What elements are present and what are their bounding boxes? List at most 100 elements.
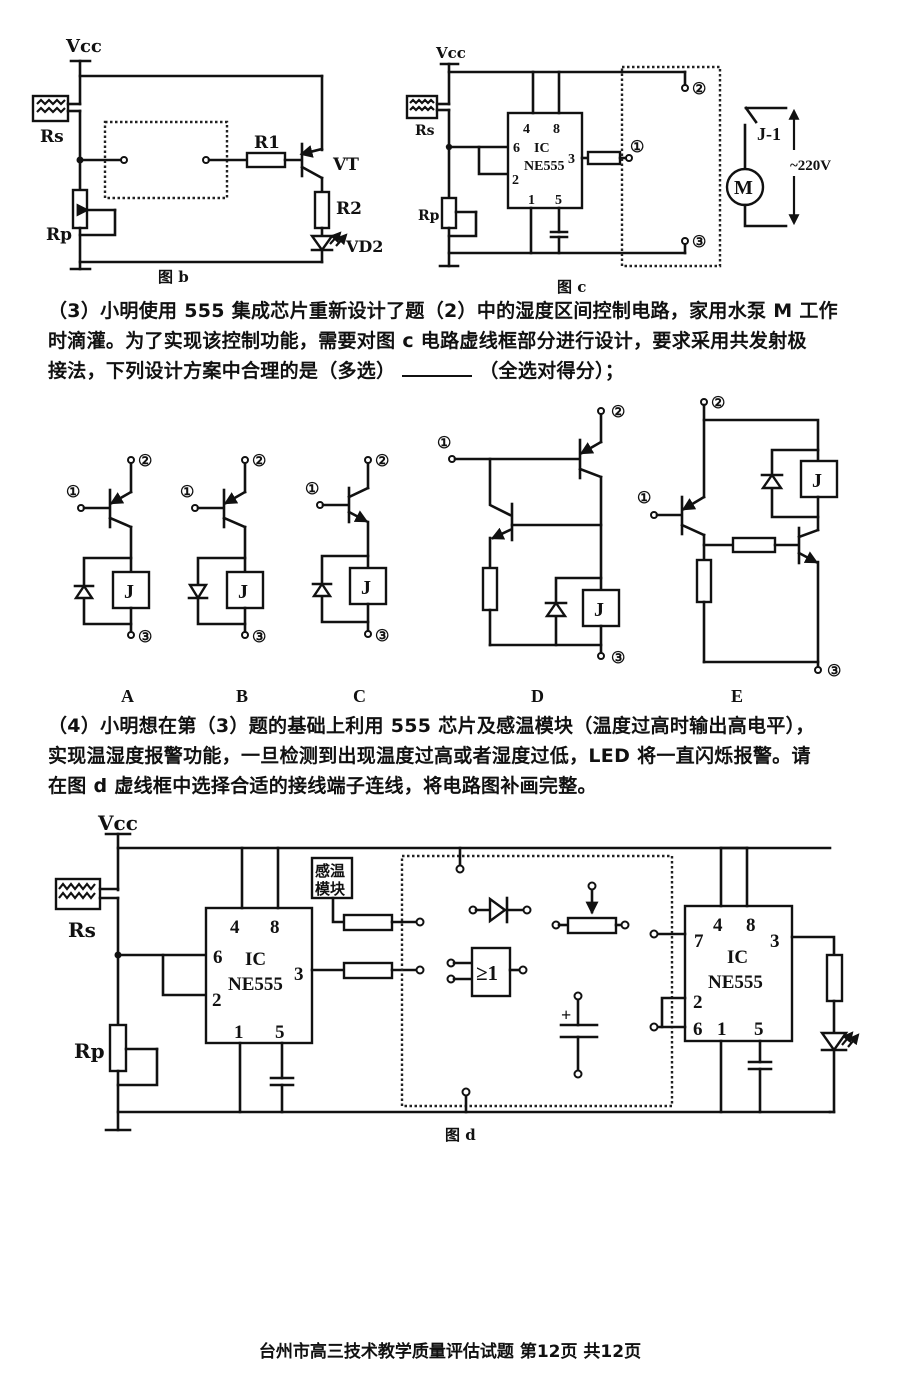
terminal-2-label[interactable]: ② [711, 395, 725, 412]
terminal-2[interactable] [681, 84, 689, 92]
resistor[interactable] [481, 566, 499, 612]
circuit-path[interactable] [554, 576, 603, 647]
potentiometer-rp [108, 1023, 159, 1087]
circuit-line[interactable] [490, 527, 512, 540]
terminal-2-label[interactable]: ② [252, 453, 266, 470]
terminal-2[interactable] [127, 456, 135, 464]
terminal-3[interactable] [364, 630, 372, 638]
relay-label[interactable]: J [812, 470, 822, 492]
diode[interactable] [311, 581, 333, 598]
option-b[interactable]: ① ② J ③ B [180, 453, 266, 706]
option-d[interactable]: ① ② J ③ D [437, 404, 625, 706]
option-label-d[interactable]: D [531, 686, 544, 706]
answer-blank[interactable] [402, 357, 473, 377]
circuit-line [300, 165, 324, 180]
circuit-line[interactable] [681, 495, 706, 511]
terminal-3[interactable] [241, 631, 249, 639]
terminal-3-label: ③ [692, 234, 706, 251]
question-3-line1: （3）小明使用 555 集成芯片重新设计了题（2）中的湿度区间控制电路，家用水泵… [48, 300, 838, 322]
terminal-1-label[interactable]: ① [437, 435, 451, 452]
pin-6: 6 [513, 141, 520, 156]
terminal-2[interactable] [597, 407, 605, 415]
relay-label[interactable]: J [124, 581, 134, 603]
terminal-2[interactable] [364, 456, 372, 464]
circuit-line[interactable] [347, 510, 369, 523]
circuit-rect [71, 188, 89, 230]
terminal-ic1-out[interactable] [415, 965, 425, 975]
circuit-line[interactable] [222, 516, 247, 529]
relay-label[interactable]: J [238, 581, 248, 603]
circuit-path[interactable] [702, 418, 820, 462]
terminal-2-label[interactable]: ② [138, 453, 152, 470]
circuit-line[interactable] [223, 490, 247, 505]
resistor[interactable] [731, 536, 777, 554]
sensor-label-line2: 模块 [315, 880, 346, 898]
terminal-2-label[interactable]: ② [375, 453, 389, 470]
circuit-line[interactable] [108, 516, 133, 529]
terminal-1[interactable] [625, 154, 633, 162]
option-label-a[interactable]: A [121, 686, 134, 706]
terminal-3[interactable] [597, 652, 605, 660]
circuit-line[interactable] [109, 490, 133, 505]
terminal-1-label[interactable]: ① [180, 484, 194, 501]
wire [660, 996, 687, 1029]
terminal[interactable] [522, 905, 532, 915]
terminal[interactable] [587, 881, 597, 891]
pin-7: 7 [694, 931, 704, 952]
terminal-3-label[interactable]: ③ [611, 650, 625, 667]
circuit-rect [108, 1023, 128, 1073]
terminal-ic2-pin26[interactable] [649, 1022, 659, 1032]
terminal-gnd[interactable] [461, 1087, 471, 1097]
circuit-line[interactable] [347, 486, 370, 499]
terminal-vcc[interactable] [455, 864, 465, 874]
terminal-1-label[interactable]: ① [305, 481, 319, 498]
circuit-line[interactable] [797, 528, 820, 539]
terminal[interactable] [573, 991, 583, 1001]
terminal[interactable] [620, 920, 630, 930]
terminal-3-label[interactable]: ③ [827, 663, 841, 680]
terminal-3[interactable] [814, 666, 822, 674]
relay-label[interactable]: J [361, 577, 371, 599]
terminal-3-label[interactable]: ③ [252, 629, 266, 646]
option-e[interactable]: ② J ① ③ E [637, 395, 841, 706]
terminal[interactable] [573, 1069, 583, 1079]
terminal-1-label[interactable]: ① [66, 484, 80, 501]
figure-b-caption: 图 b [158, 268, 189, 286]
circuit-line[interactable] [578, 467, 603, 479]
relay-j[interactable] [111, 570, 151, 610]
question-4-line3: 在图 d 虚线框中选择合适的接线端子连线，将电路图补画完整。 [48, 775, 597, 797]
diode[interactable] [544, 600, 568, 618]
terminal-3[interactable] [681, 237, 689, 245]
diode[interactable] [187, 583, 209, 601]
option-label-c[interactable]: C [353, 686, 366, 706]
circuit-line[interactable] [797, 551, 819, 564]
terminal-3[interactable] [127, 631, 135, 639]
diode[interactable] [73, 583, 95, 600]
rs-label: Rs [415, 123, 435, 139]
relay-contact-label: J-1 [757, 124, 781, 144]
circuit-line[interactable] [579, 440, 603, 455]
terminal-3-label[interactable]: ③ [375, 628, 389, 645]
terminal-3-label[interactable]: ③ [138, 629, 152, 646]
option-label-e[interactable]: E [731, 686, 743, 706]
terminal[interactable] [120, 156, 128, 164]
option-a[interactable]: ① ② J ③ A [66, 453, 152, 706]
terminal[interactable] [518, 965, 528, 975]
resistor[interactable] [695, 558, 713, 604]
relay-label[interactable]: J [594, 599, 604, 621]
terminal-2[interactable] [241, 456, 249, 464]
circuit-path[interactable] [488, 457, 512, 517]
resistor-r2 [313, 190, 331, 230]
terminal-2-label[interactable]: ② [611, 404, 625, 421]
option-label-b[interactable]: B [236, 686, 248, 706]
pin-8: 8 [270, 917, 280, 938]
terminal-ic2-pin7[interactable] [649, 929, 659, 939]
terminal-1-label[interactable]: ① [637, 490, 651, 507]
diode[interactable] [760, 472, 784, 490]
option-c[interactable]: ① ② J ③ C [305, 453, 389, 706]
terminal-sensor-in[interactable] [415, 917, 425, 927]
pin-6: 6 [693, 1019, 703, 1040]
vd2-label: VD2 [345, 237, 383, 256]
circuit-line[interactable] [680, 523, 706, 537]
